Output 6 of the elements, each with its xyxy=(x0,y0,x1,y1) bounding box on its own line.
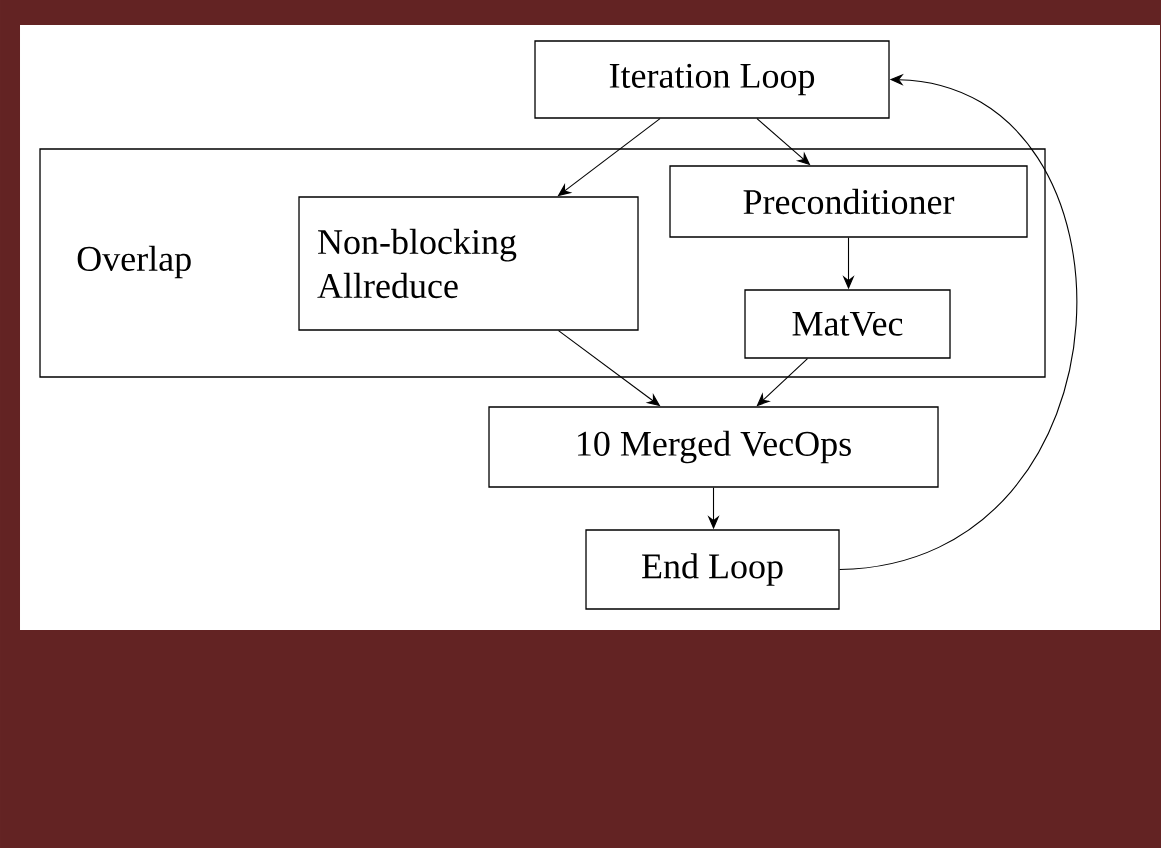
process-box: Preconditioner xyxy=(669,165,1028,238)
process-box: End Loop xyxy=(585,529,840,610)
process-box: Non-blocking Allreduce xyxy=(298,196,639,331)
process-box: 10 Merged VecOps xyxy=(488,406,939,488)
process-box: MatVec xyxy=(744,289,951,359)
process-box: Iteration Loop xyxy=(534,40,890,119)
